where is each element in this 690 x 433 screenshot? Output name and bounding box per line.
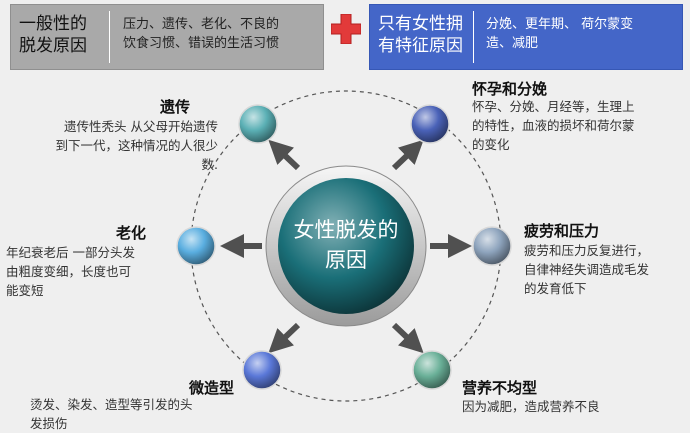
pregnancy-sphere (410, 104, 450, 144)
female-causes-text-line-1: 分娩、更年期、 荷尔蒙变 (486, 17, 634, 32)
nutrition-text-line-1: 因为减肥，造成营养不良 (462, 399, 600, 414)
fatigue-text-line-1: 疲劳和压力反复进行， (524, 243, 650, 258)
pregnancy-title: 怀孕和分娩 (472, 80, 548, 98)
general-causes-box: 一般性的 脱发原因 压力、遗传、老化、不良的 饮食习惯、错误的生活习惯 (10, 4, 324, 70)
center-label-line-2: 原因 (325, 248, 367, 272)
general-causes-text: 压力、遗传、老化、不良的 饮食习惯、错误的生活习惯 (123, 15, 279, 53)
heredity-sphere (238, 104, 278, 144)
female-causes-text: 分娩、更年期、 荷尔蒙变 造、减肥 (486, 15, 633, 53)
general-causes-title: 一般性的 脱发原因 (19, 13, 87, 57)
nutrition-text: 因为减肥，造成营养不良 (462, 397, 662, 416)
pregnancy-text-line-1: 怀孕、分娩、月经等，生理上 (472, 99, 635, 114)
arrow-styling (268, 322, 301, 354)
arrow-pregnancy (391, 139, 424, 171)
fatigue-sphere (472, 226, 512, 266)
styling-sphere (242, 350, 282, 390)
general-causes-text-line-1: 压力、遗传、老化、不良的 (123, 17, 280, 32)
arrow-heredity (268, 139, 301, 171)
aging-title: 老化 (116, 224, 147, 242)
fatigue-title: 疲劳和压力 (524, 222, 600, 240)
fatigue-text: 疲劳和压力反复进行， 自律神经失调造成毛发 的发育低下 (524, 241, 686, 298)
aging-text-line-2: 由粗度变细，长度也可 (6, 264, 132, 279)
center-label-line-1: 女性脱发的 (293, 218, 399, 242)
aging-sphere (176, 226, 216, 266)
pregnancy-text-line-2: 的特性，血液的损坏和荷尔蒙 (472, 118, 635, 133)
female-causes-box: 只有女性拥 有特征原因 分娩、更年期、 荷尔蒙变 造、减肥 (369, 4, 683, 70)
heredity-text-line-2: 到下一代，这种情况的人很少 (55, 138, 218, 153)
satellites (176, 104, 512, 390)
nutrition-sphere (412, 350, 452, 390)
aging-text-line-3: 能变短 (6, 283, 44, 298)
pregnancy-text-line-3: 的变化 (472, 137, 510, 152)
general-causes-title-line-1: 一般性的 (19, 14, 87, 34)
female-causes-text-line-2: 造、减肥 (486, 36, 539, 51)
general-causes-title-line-2: 脱发原因 (19, 36, 87, 56)
styling-text: 烫发、染发、造型等引发的头 发损伤 (30, 395, 230, 433)
female-causes-title: 只有女性拥 有特征原因 (378, 13, 463, 57)
styling-title: 微造型 (189, 379, 235, 397)
aging-text-line-1: 年纪衰老后 一部分头发 (6, 245, 135, 260)
center-sphere (278, 178, 414, 314)
heredity-text-line-3: 数. (201, 157, 218, 172)
general-causes-text-line-2: 饮食习惯、错误的生活习惯 (123, 36, 280, 51)
arrow-nutrition (391, 322, 424, 354)
styling-text-line-1: 烫发、染发、造型等引发的头 (30, 397, 193, 412)
female-causes-divider (473, 11, 474, 63)
female-causes-title-line-2: 有特征原因 (378, 36, 463, 56)
nutrition-title: 营养不均型 (462, 379, 538, 397)
pregnancy-text: 怀孕、分娩、月经等，生理上 的特性，血液的损坏和荷尔蒙 的变化 (472, 97, 682, 154)
center-label: 女性脱发的 原因 (270, 215, 422, 275)
general-causes-divider (109, 11, 110, 63)
heredity-text: 遗传性秃头 从父母开始遗传 到下一代，这种情况的人很少 数. (20, 117, 218, 174)
fatigue-text-line-2: 自律神经失调造成毛发 (524, 262, 650, 277)
arrows (220, 139, 472, 354)
styling-text-line-2: 发损伤 (30, 416, 68, 431)
fatigue-text-line-3: 的发育低下 (524, 281, 587, 296)
female-causes-title-line-1: 只有女性拥 (378, 14, 463, 34)
heredity-text-line-1: 遗传性秃头 从父母开始遗传 (64, 119, 218, 134)
red-cross-icon (331, 14, 361, 44)
aging-text: 年纪衰老后 一部分头发 由粗度变细，长度也可 能变短 (6, 243, 176, 300)
heredity-title: 遗传 (160, 98, 191, 116)
